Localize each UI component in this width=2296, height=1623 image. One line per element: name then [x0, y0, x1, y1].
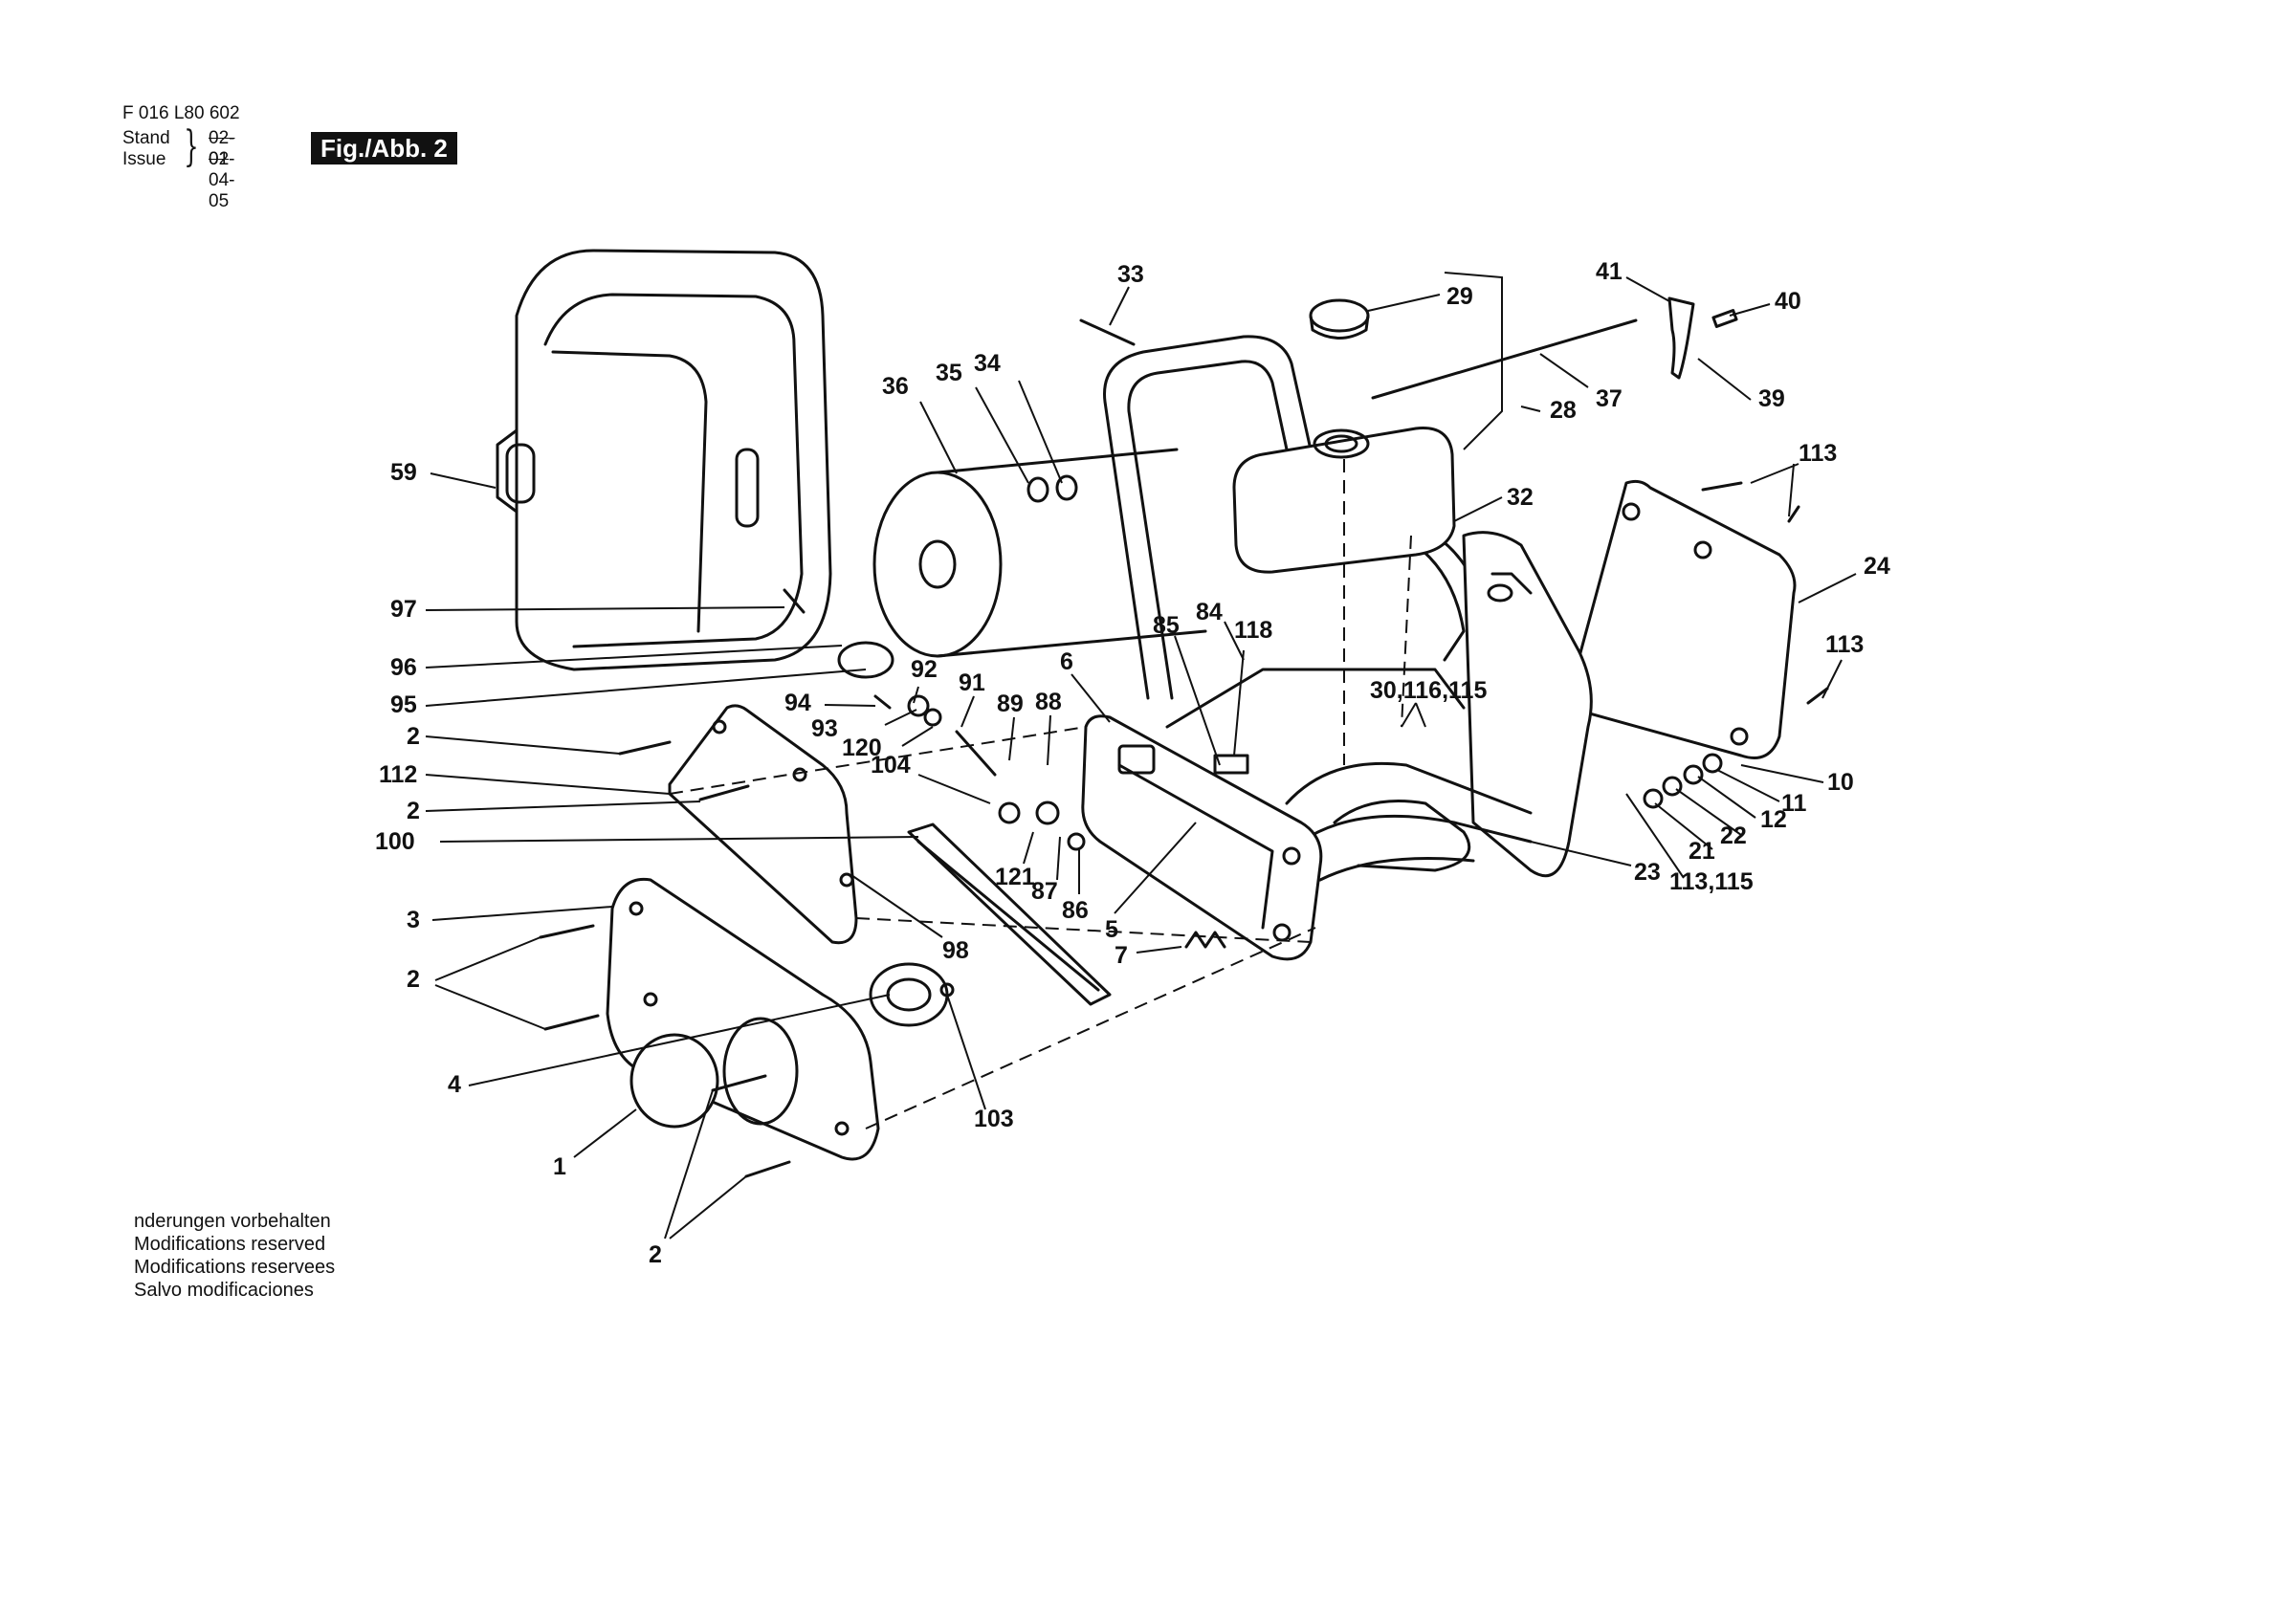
figure-label: Fig./Abb. 2: [311, 132, 457, 164]
callout-85: 85: [1153, 612, 1180, 639]
callout-121: 121: [995, 864, 1035, 890]
callout-113-115: 113,115: [1669, 868, 1754, 895]
knob-part: [837, 641, 894, 679]
callout-3: 3: [407, 907, 420, 933]
stand-value: 02-01: [209, 128, 235, 169]
tank-part: [1232, 427, 1456, 574]
callout-118: 118: [1234, 617, 1272, 644]
side-cover-front-part: [668, 704, 858, 945]
callout-1: 1: [553, 1153, 566, 1180]
callout-86: 86: [1062, 897, 1089, 924]
callout-24: 24: [1864, 553, 1890, 580]
callout-96: 96: [390, 654, 417, 681]
issue-label: Issue: [122, 149, 166, 169]
callout-89: 89: [997, 691, 1024, 717]
lever-part: [1667, 296, 1738, 380]
callout-11: 11: [1781, 790, 1807, 817]
callout-28: 28: [1550, 397, 1577, 424]
disclaimer-line: nderungen vorbehalten: [134, 1211, 331, 1232]
roller-part: [872, 448, 1207, 658]
washer-part: [869, 962, 949, 1027]
callout-93: 93: [811, 715, 838, 742]
callout-88: 88: [1035, 689, 1062, 715]
callout-113-right: 113: [1825, 631, 1864, 658]
revision-block: Stand Issue } 02-01 02-04-05: [122, 122, 240, 212]
callout-21: 21: [1689, 838, 1715, 865]
callout-40: 40: [1775, 288, 1801, 315]
callout-98: 98: [942, 937, 969, 964]
callout-7: 7: [1115, 942, 1128, 969]
callout-41: 41: [1596, 258, 1623, 285]
callout-113-top: 113: [1799, 440, 1837, 467]
callout-2-third: 2: [407, 966, 420, 993]
callout-33: 33: [1117, 261, 1144, 288]
callout-32: 32: [1507, 484, 1534, 511]
callout-104: 104: [871, 752, 911, 779]
callout-39: 39: [1758, 385, 1785, 412]
callout-2-first: 2: [407, 723, 420, 750]
callout-6: 6: [1060, 648, 1073, 675]
callout-95: 95: [390, 691, 417, 718]
callout-120: 120: [842, 735, 882, 761]
leader-lines: [425, 272, 1857, 1239]
callout-29: 29: [1446, 283, 1473, 310]
callout-23: 23: [1634, 859, 1661, 886]
outer-cover-part: [606, 877, 880, 1161]
grass-box-part: [496, 249, 832, 671]
callout-87: 87: [1031, 878, 1058, 905]
callout-2-fourth: 2: [649, 1241, 662, 1268]
cap-part: [1309, 298, 1370, 340]
callout-5: 5: [1105, 916, 1118, 943]
issue-value: 02-04-05: [209, 149, 235, 211]
callout-91: 91: [959, 669, 985, 696]
cylinder-housing-part: [1165, 531, 1593, 882]
callout-103: 103: [974, 1106, 1014, 1132]
callout-94: 94: [784, 690, 811, 716]
disc-cap-part: [629, 1033, 719, 1129]
side-plate-left-part: [1081, 714, 1323, 961]
header-block: F 016 L80 602 Stand Issue } 02-01 02-04-…: [122, 103, 240, 212]
side-cover-right-part: [1566, 479, 1797, 759]
callout-30-116-115: 30,116,115: [1370, 677, 1487, 704]
document-number: F 016 L80 602: [122, 103, 240, 123]
callout-100: 100: [375, 828, 415, 855]
stand-label: Stand: [122, 128, 170, 148]
disclaimer-block: nderungen vorbehalten Modifications rese…: [134, 1210, 335, 1302]
callout-112: 112: [379, 761, 417, 788]
brace-icon: }: [184, 122, 199, 171]
callout-59: 59: [390, 459, 417, 486]
callout-97: 97: [390, 596, 417, 623]
callout-92: 92: [911, 656, 938, 683]
callout-12: 12: [1760, 806, 1787, 833]
disclaimer-line: Salvo modificaciones: [134, 1280, 314, 1301]
rod-part: [1371, 318, 1638, 400]
callout-4: 4: [448, 1071, 461, 1098]
callout-labels: 33 29 41 40 35 34 36 28 37 39 113 59 32 …: [375, 258, 1890, 1268]
callout-10: 10: [1827, 769, 1854, 796]
disclaimer-line: Modifications reservees: [134, 1257, 336, 1278]
callout-34: 34: [974, 350, 1001, 377]
callout-35: 35: [936, 360, 962, 386]
callout-84: 84: [1196, 599, 1223, 625]
screws-group: [539, 318, 1829, 1178]
disclaimer-line: Modifications reserved: [134, 1234, 326, 1255]
callout-22: 22: [1720, 822, 1747, 849]
callout-2-second: 2: [407, 798, 420, 824]
alignment-lines: [669, 459, 1412, 1130]
callout-37: 37: [1596, 385, 1623, 412]
bottom-blade-part: [907, 822, 1112, 1006]
callout-36: 36: [882, 373, 909, 400]
